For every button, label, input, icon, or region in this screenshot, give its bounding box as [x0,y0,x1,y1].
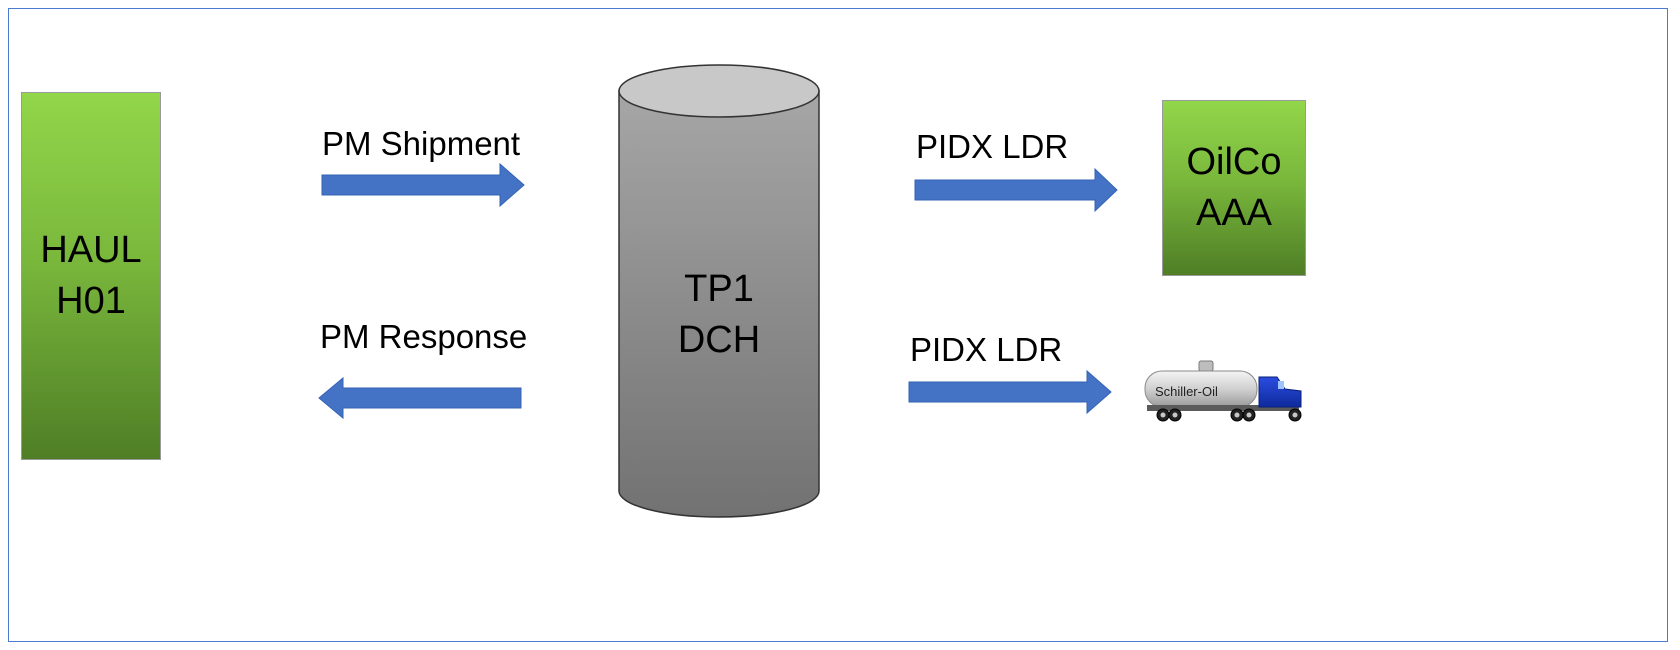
haul-node-line2: H01 [56,280,126,322]
haul-node-line1: HAUL [40,228,142,271]
hub-label-line2: DCH [677,319,761,362]
oilco-node-line2: AAA [1195,192,1273,234]
pm-response-arrow [318,376,522,420]
diagram-canvas: HAUL H01 PM Shipment PM Response TP1 DCH… [8,8,1668,642]
haul-node: HAUL H01 [21,92,161,460]
oilco-node: OilCo AAA [1162,100,1306,276]
oilco-node-line1: OilCo [1186,140,1282,183]
tank-label: Schiller-Oil [1155,384,1218,399]
pm-response-label: PM Response [320,318,528,355]
pidx-ldr-truck-arrow [908,369,1112,415]
pidx-ldr-truck-label: PIDX LDR [910,331,1063,368]
pidx-ldr-oilco-label: PIDX LDR [916,128,1069,165]
hub-label: TP1 DCH [621,264,817,367]
pm-shipment-arrow [321,162,525,208]
hub-label-line1: TP1 [684,268,754,310]
tanker-truck-icon: Schiller-Oil [1144,360,1302,422]
pm-shipment-label: PM Shipment [322,125,521,162]
pidx-ldr-oilco-arrow [914,167,1118,213]
hub-cylinder [618,64,820,518]
